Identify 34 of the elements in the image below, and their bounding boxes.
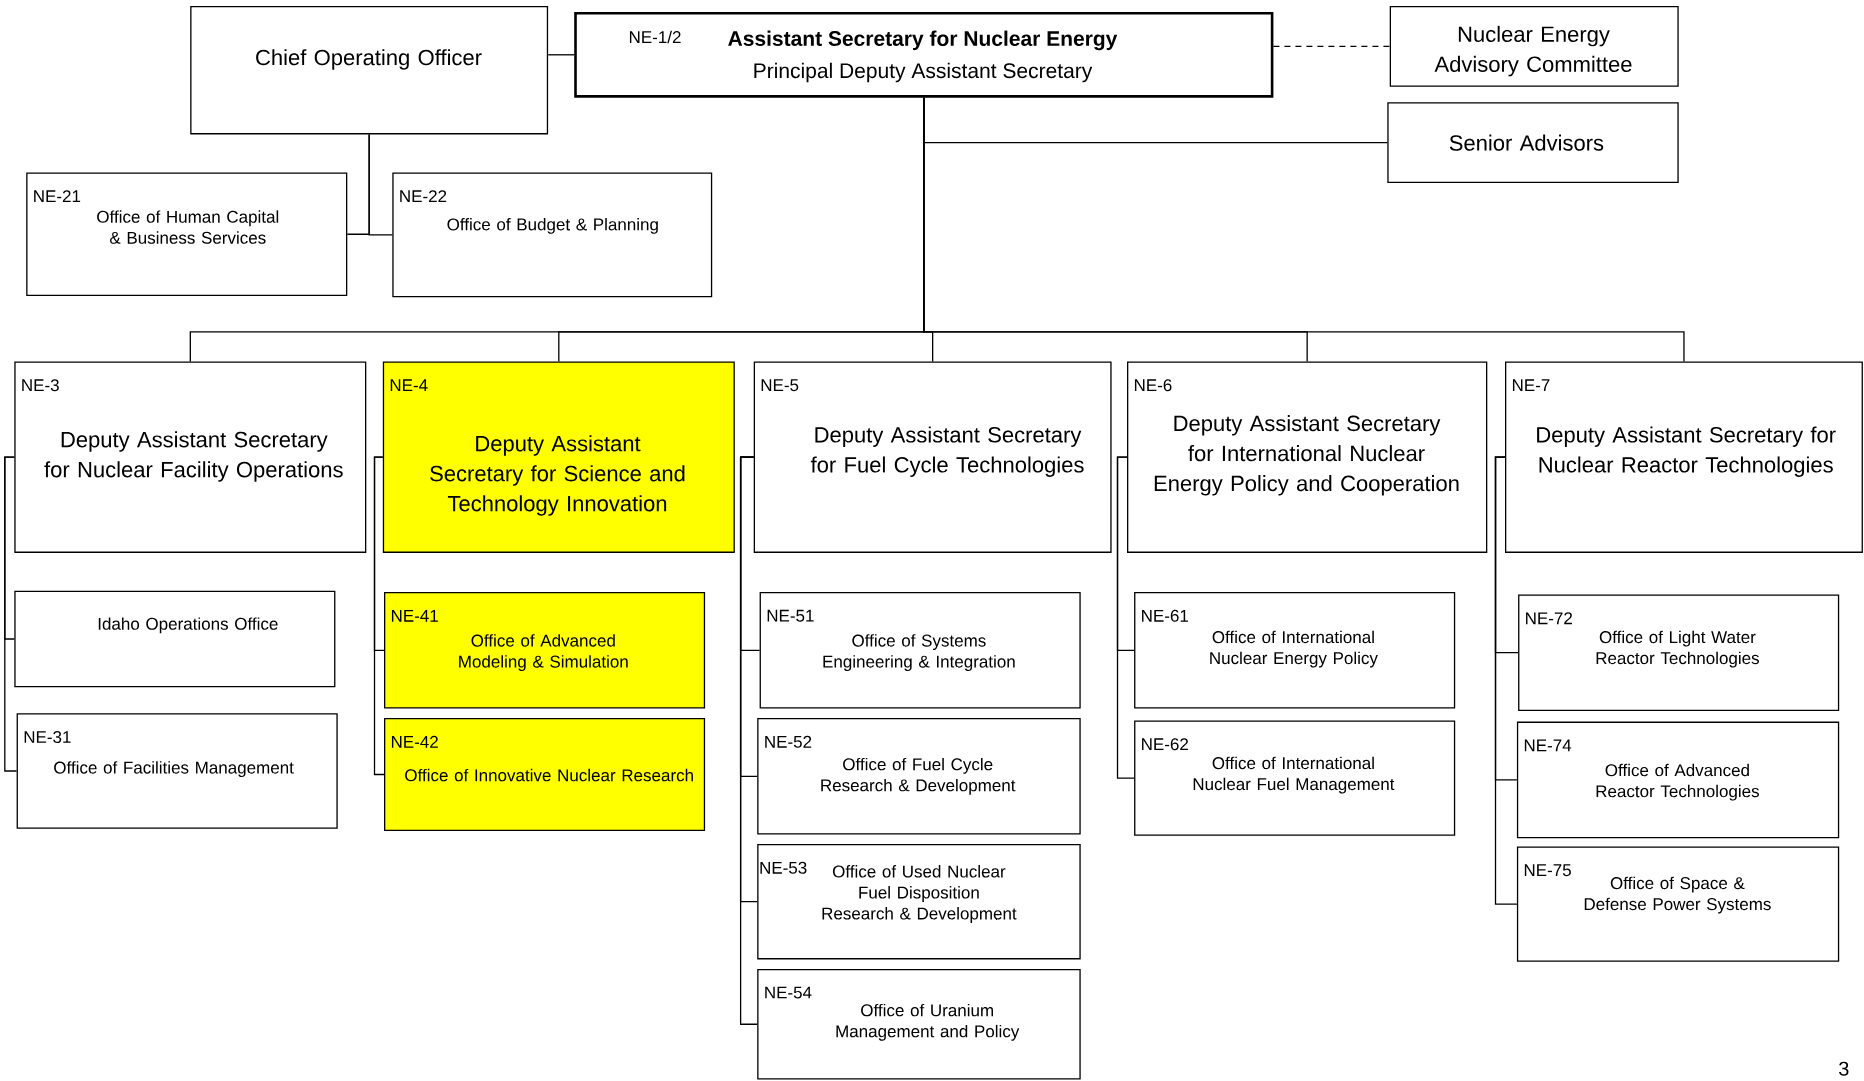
org-box: NE-51 Office of Systems Engineering & Integration [759,592,1081,709]
org-box: NE-74 Office of Advanced Reactor Technologies [1516,721,1840,839]
org-box: NE-52 Office of Fuel Cycle Research & Development [757,718,1081,835]
org-box: NE-4 Deputy Assistant Secretary for Science and Technology Innovation [382,361,735,553]
org-box: NE-61 Office of International Nuclear Energy Policy [1134,592,1456,709]
connector-line [1494,456,1518,905]
connector-line [373,456,385,776]
connector-line [923,97,1685,363]
org-box: NE-7 Deputy Assistant Secretary for Nuclear Reactor Technologies [1505,361,1863,553]
org-box: NE-62 Office of International Nuclear Fuel Management [1134,720,1456,836]
org-box: NE-6 Deputy Assistant Secretary for International Nuclear Energy Policy and Cooperation [1127,361,1488,553]
org-box: NE-1/2 Assistant Secretary for Nuclear Energy Principal Deputy Assistant Secretary [574,11,1274,98]
org-box: NE-75 Office of Space & Defense Power Systems [1516,846,1840,962]
org-box: Chief Operating Officer [190,5,549,135]
org-box: Nuclear Energy Advisory Committee [1389,5,1679,87]
page-number: 3 [1839,1061,1849,1076]
org-box: NE-53 Office of Used Nuclear Fuel Disposition Research & Development [757,844,1081,960]
org-box: NE-3 Deputy Assistant Secretary for Nuclear Facility Operations [14,361,367,553]
connector-line [547,54,575,56]
connector-line [368,133,393,236]
connector-line [739,456,758,1025]
org-box: NE-31 Office of Facilities Management [16,713,338,829]
org-box: NE-42 Office of Innovative Nuclear Research [384,718,706,831]
connector-line [1116,456,1135,779]
org-box: NE-72 Office of Light Water Reactor Technologies [1518,594,1840,711]
org-box: NE-21 Office of Human Capital & Business Services [26,172,348,297]
connector-line [1272,45,1391,47]
org-box: Idaho Operations Office [14,590,336,688]
org-box: NE-22 Office of Budget & Planning [392,172,713,298]
org-box: Senior Advisors [1387,102,1679,184]
org-box: NE-5 Deputy Assistant Secretary for Fuel Cycle Technologies [753,361,1112,553]
org-box: NE-41 Office of Advanced Modeling & Simulation [384,592,706,709]
connector-line [4,456,18,772]
org-box: NE-54 Office of Uranium Management and Policy [757,968,1081,1080]
